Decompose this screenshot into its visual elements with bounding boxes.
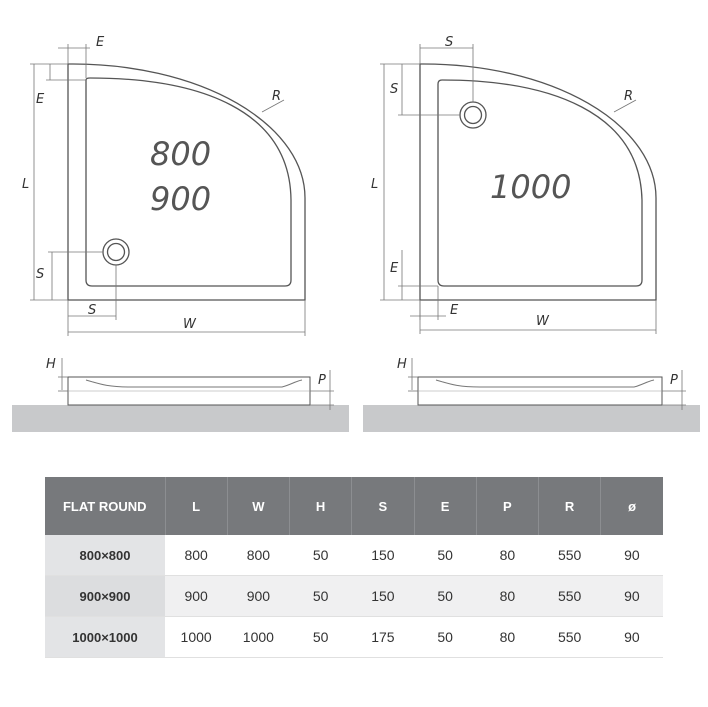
right-label-W: W: [536, 314, 550, 329]
left-label-R: R: [272, 89, 281, 104]
cell-S: 175: [351, 616, 414, 658]
right-label-P: P: [670, 373, 678, 388]
cell-E: 50: [414, 616, 477, 658]
header-S: S: [351, 477, 415, 535]
left-label-L: L: [22, 177, 29, 192]
right-label-H: H: [397, 357, 407, 372]
right-label-L: L: [371, 177, 378, 192]
left-tray-outer: [67, 63, 306, 301]
header-flat-round: FLAT ROUND: [45, 477, 166, 535]
left-size-900: 900: [150, 180, 211, 218]
left-drain-inner: [106, 242, 126, 262]
right-size-1000: 1000: [490, 168, 571, 206]
left-side-view: H P: [12, 357, 349, 432]
right-label-S-top: S: [445, 35, 453, 50]
right-label-S-side: S: [390, 82, 398, 97]
cell-diameter: 90: [600, 616, 663, 658]
left-label-S-side: S: [36, 267, 44, 282]
cell-H: 50: [289, 535, 352, 576]
right-dimension-lines: [380, 44, 657, 334]
cell-L: 900: [165, 575, 228, 617]
cell-L: 1000: [165, 616, 228, 658]
left-floor: [12, 405, 349, 432]
header-H: H: [289, 477, 353, 535]
cell-P: 80: [476, 535, 539, 576]
row-label: 1000×1000: [45, 616, 165, 658]
left-label-H: H: [46, 357, 56, 372]
left-label-E-side: E: [36, 92, 45, 107]
cell-W: 800: [227, 535, 290, 576]
right-label-E-bottom: E: [450, 303, 459, 318]
cell-W: 1000: [227, 616, 290, 658]
row-label: 900×900: [45, 575, 165, 617]
table-row: 1000×1000 1000 1000 50 175 50 80 550 90: [45, 616, 663, 658]
cell-E: 50: [414, 535, 477, 576]
left-label-P: P: [318, 373, 326, 388]
cell-W: 900: [227, 575, 290, 617]
right-side-view: H P: [363, 357, 700, 432]
right-floor: [363, 405, 700, 432]
row-label: 800×800: [45, 535, 165, 576]
header-R: R: [538, 477, 602, 535]
cell-R: 550: [538, 575, 601, 617]
right-dimension-labels: S S L E E W R 1000: [371, 35, 633, 329]
cell-S: 150: [351, 575, 414, 617]
header-W: W: [227, 477, 291, 535]
left-dimension-labels: E E L S S W R 800 900: [22, 35, 281, 332]
right-tray-inner: [437, 79, 643, 287]
technical-drawings: E E L S S W R 800 900: [12, 35, 700, 432]
cell-P: 80: [476, 616, 539, 658]
header-L: L: [165, 477, 228, 535]
right-tray-outer: [419, 63, 657, 301]
table-row: 900×900 900 900 50 150 50 80 550 90: [45, 575, 663, 617]
header-E: E: [414, 477, 477, 535]
left-size-800: 800: [150, 135, 211, 173]
left-tray-inner: [85, 77, 292, 287]
left-label-E-top: E: [96, 35, 105, 50]
cell-R: 550: [538, 535, 601, 576]
cell-S: 150: [351, 535, 414, 576]
header-diameter: ø: [600, 477, 663, 535]
cell-P: 80: [476, 575, 539, 617]
cell-L: 800: [165, 535, 228, 576]
right-label-R: R: [624, 89, 633, 104]
cell-H: 50: [289, 616, 352, 658]
cell-H: 50: [289, 575, 352, 617]
table-row: 800×800 800 800 50 150 50 80 550 90: [45, 535, 663, 576]
right-label-E-side: E: [390, 261, 399, 276]
cell-R: 550: [538, 616, 601, 658]
right-drain-inner: [463, 105, 483, 125]
cell-E: 50: [414, 575, 477, 617]
cell-diameter: 90: [600, 575, 663, 617]
cell-diameter: 90: [600, 535, 663, 576]
header-P: P: [476, 477, 540, 535]
left-label-W: W: [183, 317, 197, 332]
left-dimension-lines: [30, 44, 306, 336]
left-label-S-bottom: S: [88, 303, 96, 318]
table-header-row: FLAT ROUND L W H S E P R ø: [45, 477, 663, 535]
spec-table: FLAT ROUND L W H S E P R ø 800×800 800 8…: [45, 477, 663, 658]
